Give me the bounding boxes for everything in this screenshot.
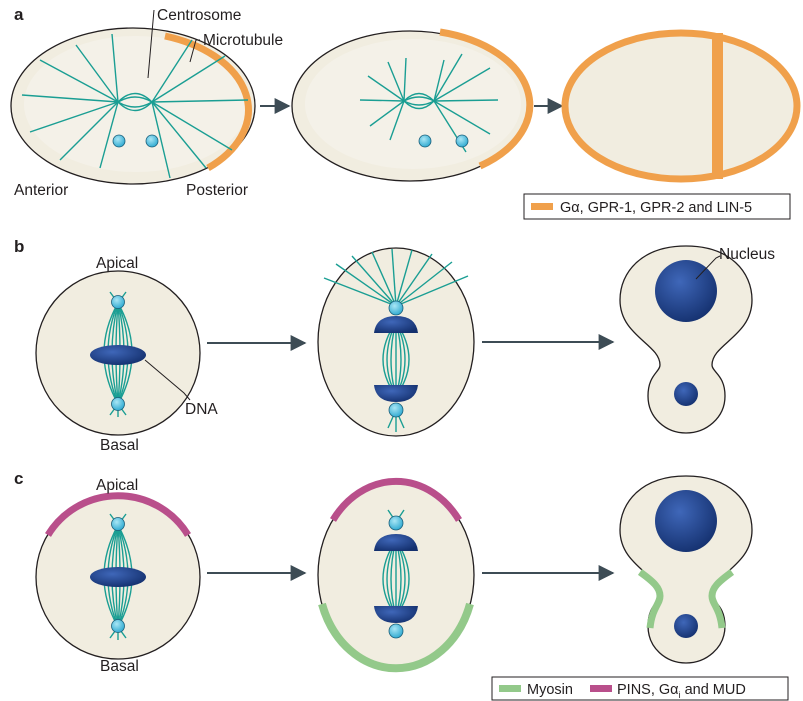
panel-a-embryo-2: [292, 31, 530, 181]
panel-a-embryo-1: [11, 28, 255, 184]
legend-c-myosin: Myosin: [527, 682, 573, 698]
panel-a-letter: a: [14, 5, 24, 24]
legend-a: Gα, GPR-1, GPR-2 and LIN-5: [524, 194, 790, 219]
label-basal-c: Basal: [100, 658, 139, 675]
label-posterior: Posterior: [186, 182, 248, 199]
nucleus-small-b: [674, 382, 698, 406]
label-microtubule: Microtubule: [203, 32, 283, 49]
panel-b-cell-2: [318, 248, 474, 436]
panel-c-cell-1: [36, 495, 200, 659]
legend-c-pins-main: PINS, Gα: [617, 682, 679, 698]
panel-b-cell-1: [36, 271, 200, 435]
label-dna: DNA: [185, 401, 218, 418]
legend-a-text: Gα, GPR-1, GPR-2 and LIN-5: [560, 200, 752, 216]
nucleus-large-b: [655, 260, 717, 322]
legend-c-swatch-myosin: [499, 685, 521, 692]
legend-c-swatch-pins: [590, 685, 612, 692]
label-anterior: Anterior: [14, 182, 68, 199]
panel-c-letter: c: [14, 469, 23, 488]
panel-b-letter: b: [14, 237, 24, 256]
label-apical-b: Apical: [96, 255, 138, 272]
legend-c: Myosin PINS, Gαi and MUD: [492, 677, 788, 700]
nucleus-small-c: [674, 614, 698, 638]
label-centrosome: Centrosome: [157, 7, 241, 24]
legend-c-pins-suffix: and MUD: [681, 682, 746, 698]
panel-c-cell-2: [318, 481, 474, 669]
panel-c-cell-3: [620, 476, 752, 663]
panel-a-embryo-3: [565, 33, 797, 179]
nucleus-large-c: [655, 490, 717, 552]
label-apical-c: Apical: [96, 477, 138, 494]
label-basal-b: Basal: [100, 437, 139, 454]
legend-c-pins: PINS, Gαi and MUD: [617, 682, 746, 700]
label-nucleus: Nucleus: [719, 246, 775, 263]
legend-a-swatch: [531, 203, 553, 210]
panel-b-cell-3: [620, 246, 752, 433]
